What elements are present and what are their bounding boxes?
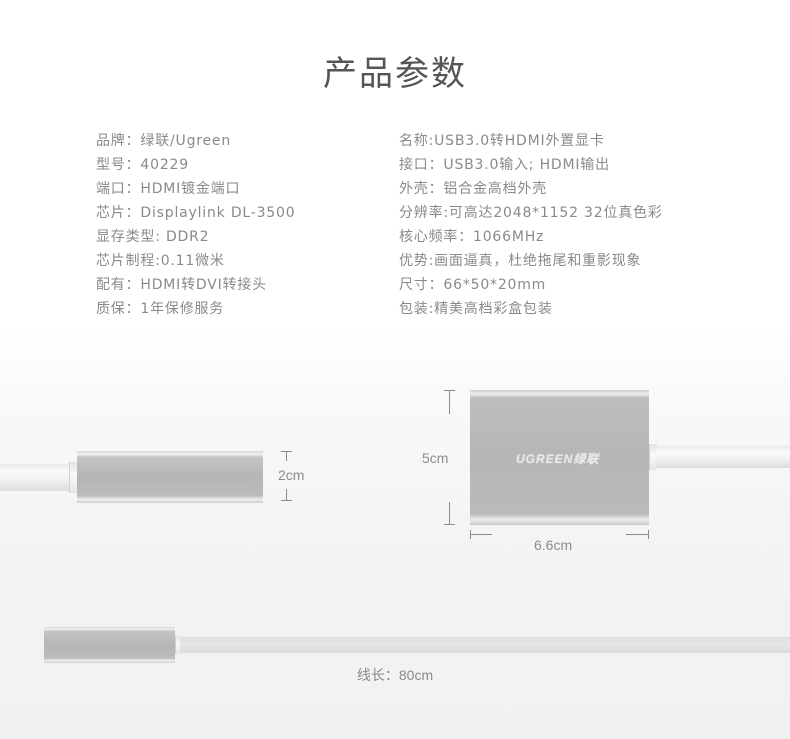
spec-brand: 品牌：绿联/Ugreen [96,133,231,149]
adapter-body-side [77,451,263,503]
spec-interface: 接口：USB3.0输入; HDMI输出 [399,157,610,173]
specs-list-left: 品牌：绿联/Ugreen 型号：40229 端口：HDMI镀金端口 芯片：Dis… [96,129,295,321]
dimension-line-top [449,390,450,414]
spec-chip-process: 芯片制程:0.11微米 [96,253,225,269]
cable-collar [649,444,657,470]
cable-full-length [180,637,790,653]
cable-collar [69,462,78,493]
spec-name: 名称:USB3.0转HDMI外置显卡 [399,133,605,149]
spec-accessory: 配有：HDMI转DVI转接头 [96,277,267,293]
dimension-width-label: 6.6cm [534,537,573,553]
spec-model: 型号：40229 [96,157,189,173]
cable-segment [0,464,72,491]
page-title: 产品参数 [323,54,467,94]
cable-length-label: 线长：80cm [356,667,434,683]
adapter-body-end [44,627,175,663]
spec-housing: 外壳：铝合金高档外壳 [399,181,547,197]
dimension-line-bottom [449,502,450,525]
spec-size: 尺寸：66*50*20mm [399,277,547,293]
dimension-height-label: 2cm [278,467,305,483]
width-tick-right [648,530,649,539]
cable-collar [175,636,181,654]
adapter-body-top [470,390,649,525]
dimension-tick-bottom [444,524,455,525]
specs-list-right: 名称:USB3.0转HDMI外置显卡 接口：USB3.0输入; HDMI输出 外… [399,129,663,321]
dimension-line-top [286,451,287,461]
ugreen-logo: UGREEN绿联 [516,452,600,466]
width-line-left [470,534,492,535]
dimension-line-bottom [286,489,287,500]
spec-port: 端口：HDMI镀金端口 [96,181,241,197]
dimension-tick-bottom [281,500,292,501]
spec-chip: 芯片：Displaylink DL-3500 [96,205,296,221]
spec-core-frequency: 核心频率：1066MHz [399,229,545,245]
spec-advantage: 优势:画面逼真，杜绝拖尾和重影现象 [399,253,642,269]
width-line-right [626,534,648,535]
cable-segment [656,446,790,468]
spec-resolution: 分辨率:可高达2048*1152 32位真色彩 [399,205,663,221]
spec-package: 包装:精美高档彩盒包装 [399,301,553,317]
dimension-height-label: 5cm [422,450,449,466]
spec-warranty: 质保：1年保修服务 [96,301,225,317]
spec-memory-type: 显存类型: DDR2 [96,229,210,245]
